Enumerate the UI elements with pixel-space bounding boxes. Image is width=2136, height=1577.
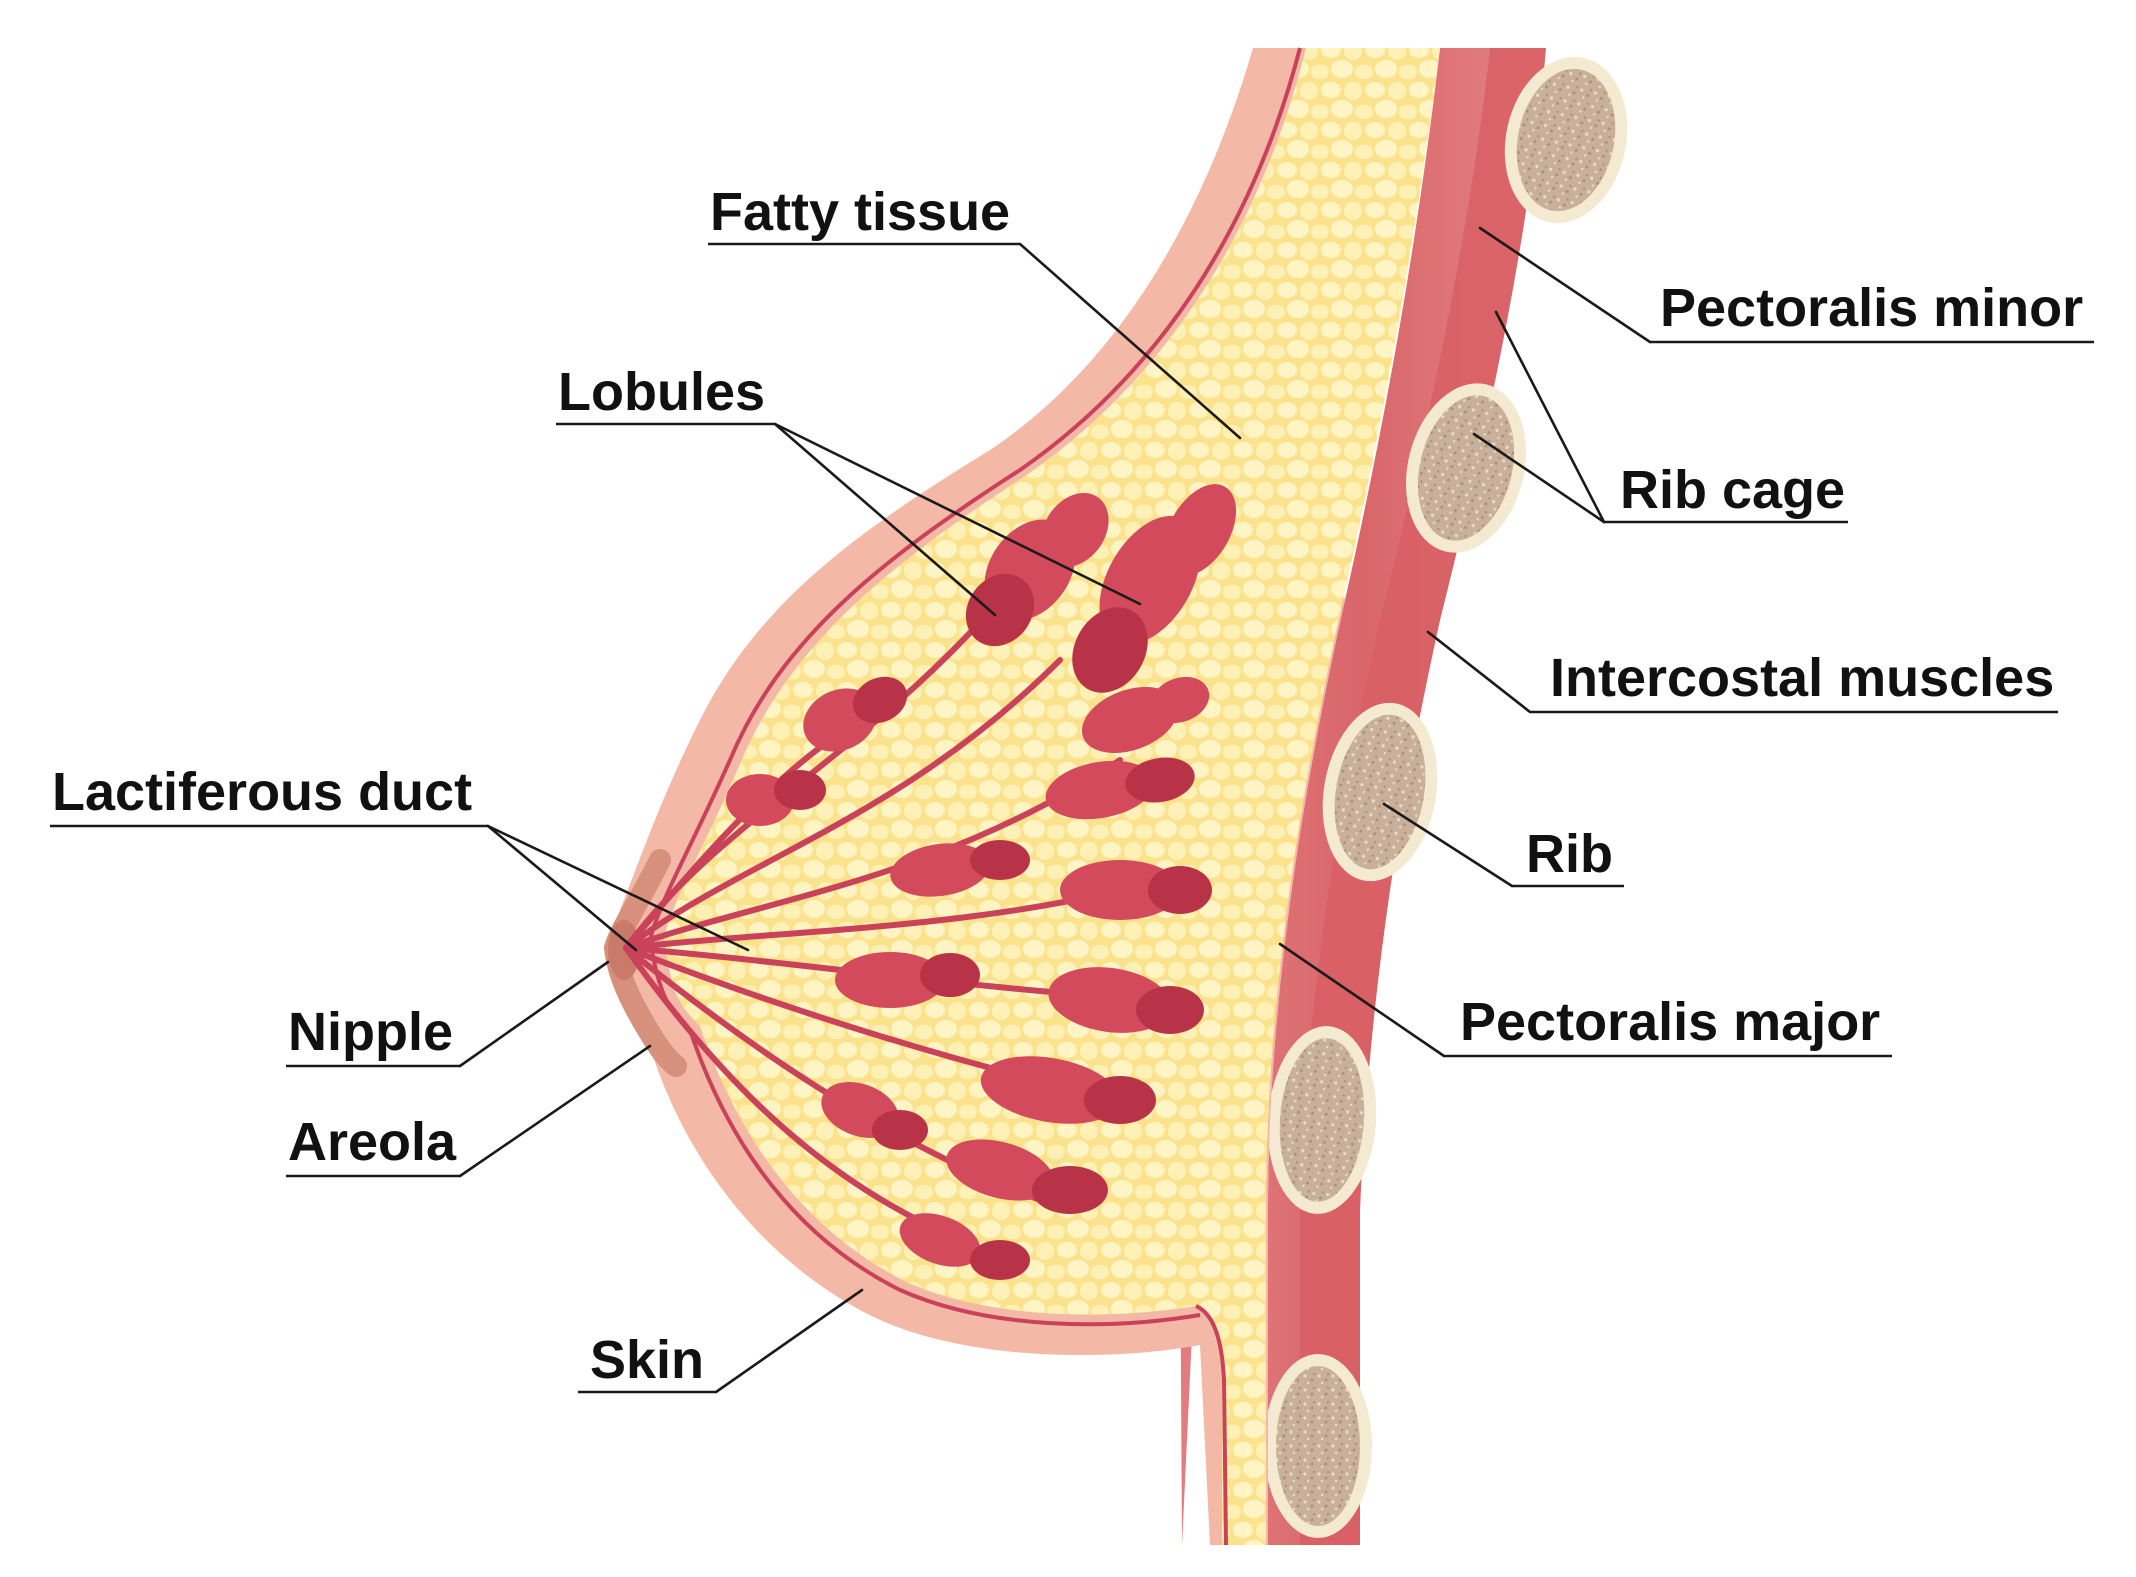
lobule-cluster — [946, 1139, 1108, 1214]
lobule-cluster — [1045, 757, 1195, 820]
svg-text:Lobules: Lobules — [558, 362, 765, 422]
label-intercostal-muscles: Intercostal muscles — [1426, 630, 2058, 714]
label-areola: Areola — [286, 1044, 652, 1178]
lobules-clusters — [726, 484, 1237, 1280]
svg-text:Pectoralis minor: Pectoralis minor — [1660, 278, 2083, 338]
lobule-cluster — [890, 840, 1030, 897]
label-pectoralis-major: Pectoralis major — [1278, 942, 1892, 1058]
label-nipple: Nipple — [286, 960, 610, 1068]
lobule-cluster — [965, 492, 1109, 647]
ribs — [1264, 56, 1628, 1538]
lobule-cluster — [1048, 967, 1204, 1034]
lobule-cluster — [1072, 484, 1237, 693]
lobule-cluster — [899, 1213, 1030, 1280]
lobule-cluster — [1060, 860, 1212, 920]
lobule-cluster — [980, 1056, 1156, 1124]
svg-text:Rib cage: Rib cage — [1620, 460, 1845, 520]
label-lobules: Lobules — [556, 362, 1142, 617]
lobule-cluster — [835, 952, 980, 1008]
label-lactiferous-duct: Lactiferous duct — [50, 762, 750, 952]
anatomy-illustration — [603, 47, 1628, 1546]
svg-text:Fatty tissue: Fatty tissue — [710, 182, 1010, 242]
label-skin: Skin — [578, 1288, 864, 1394]
labels: Fatty tissue Lobules Lactiferous duct Ni… — [50, 182, 2094, 1394]
svg-text:Lactiferous duct: Lactiferous duct — [52, 762, 472, 822]
svg-text:Rib: Rib — [1526, 824, 1613, 884]
label-pectoralis-minor: Pectoralis minor — [1478, 226, 2094, 344]
lobule-cluster — [803, 676, 908, 752]
lobule-cluster — [1081, 676, 1210, 753]
label-fatty-tissue: Fatty tissue — [708, 182, 1242, 440]
svg-text:Nipple: Nipple — [288, 1002, 453, 1062]
svg-text:Intercostal muscles: Intercostal muscles — [1550, 648, 2054, 708]
svg-text:Areola: Areola — [288, 1112, 457, 1172]
lobule-cluster — [821, 1081, 928, 1150]
svg-text:Skin: Skin — [590, 1330, 704, 1390]
lobule-cluster — [726, 770, 826, 826]
svg-text:Pectoralis major: Pectoralis major — [1460, 992, 1880, 1052]
label-rib-cage: Rib cage — [1472, 310, 1848, 524]
label-rib: Rib — [1382, 802, 1624, 888]
